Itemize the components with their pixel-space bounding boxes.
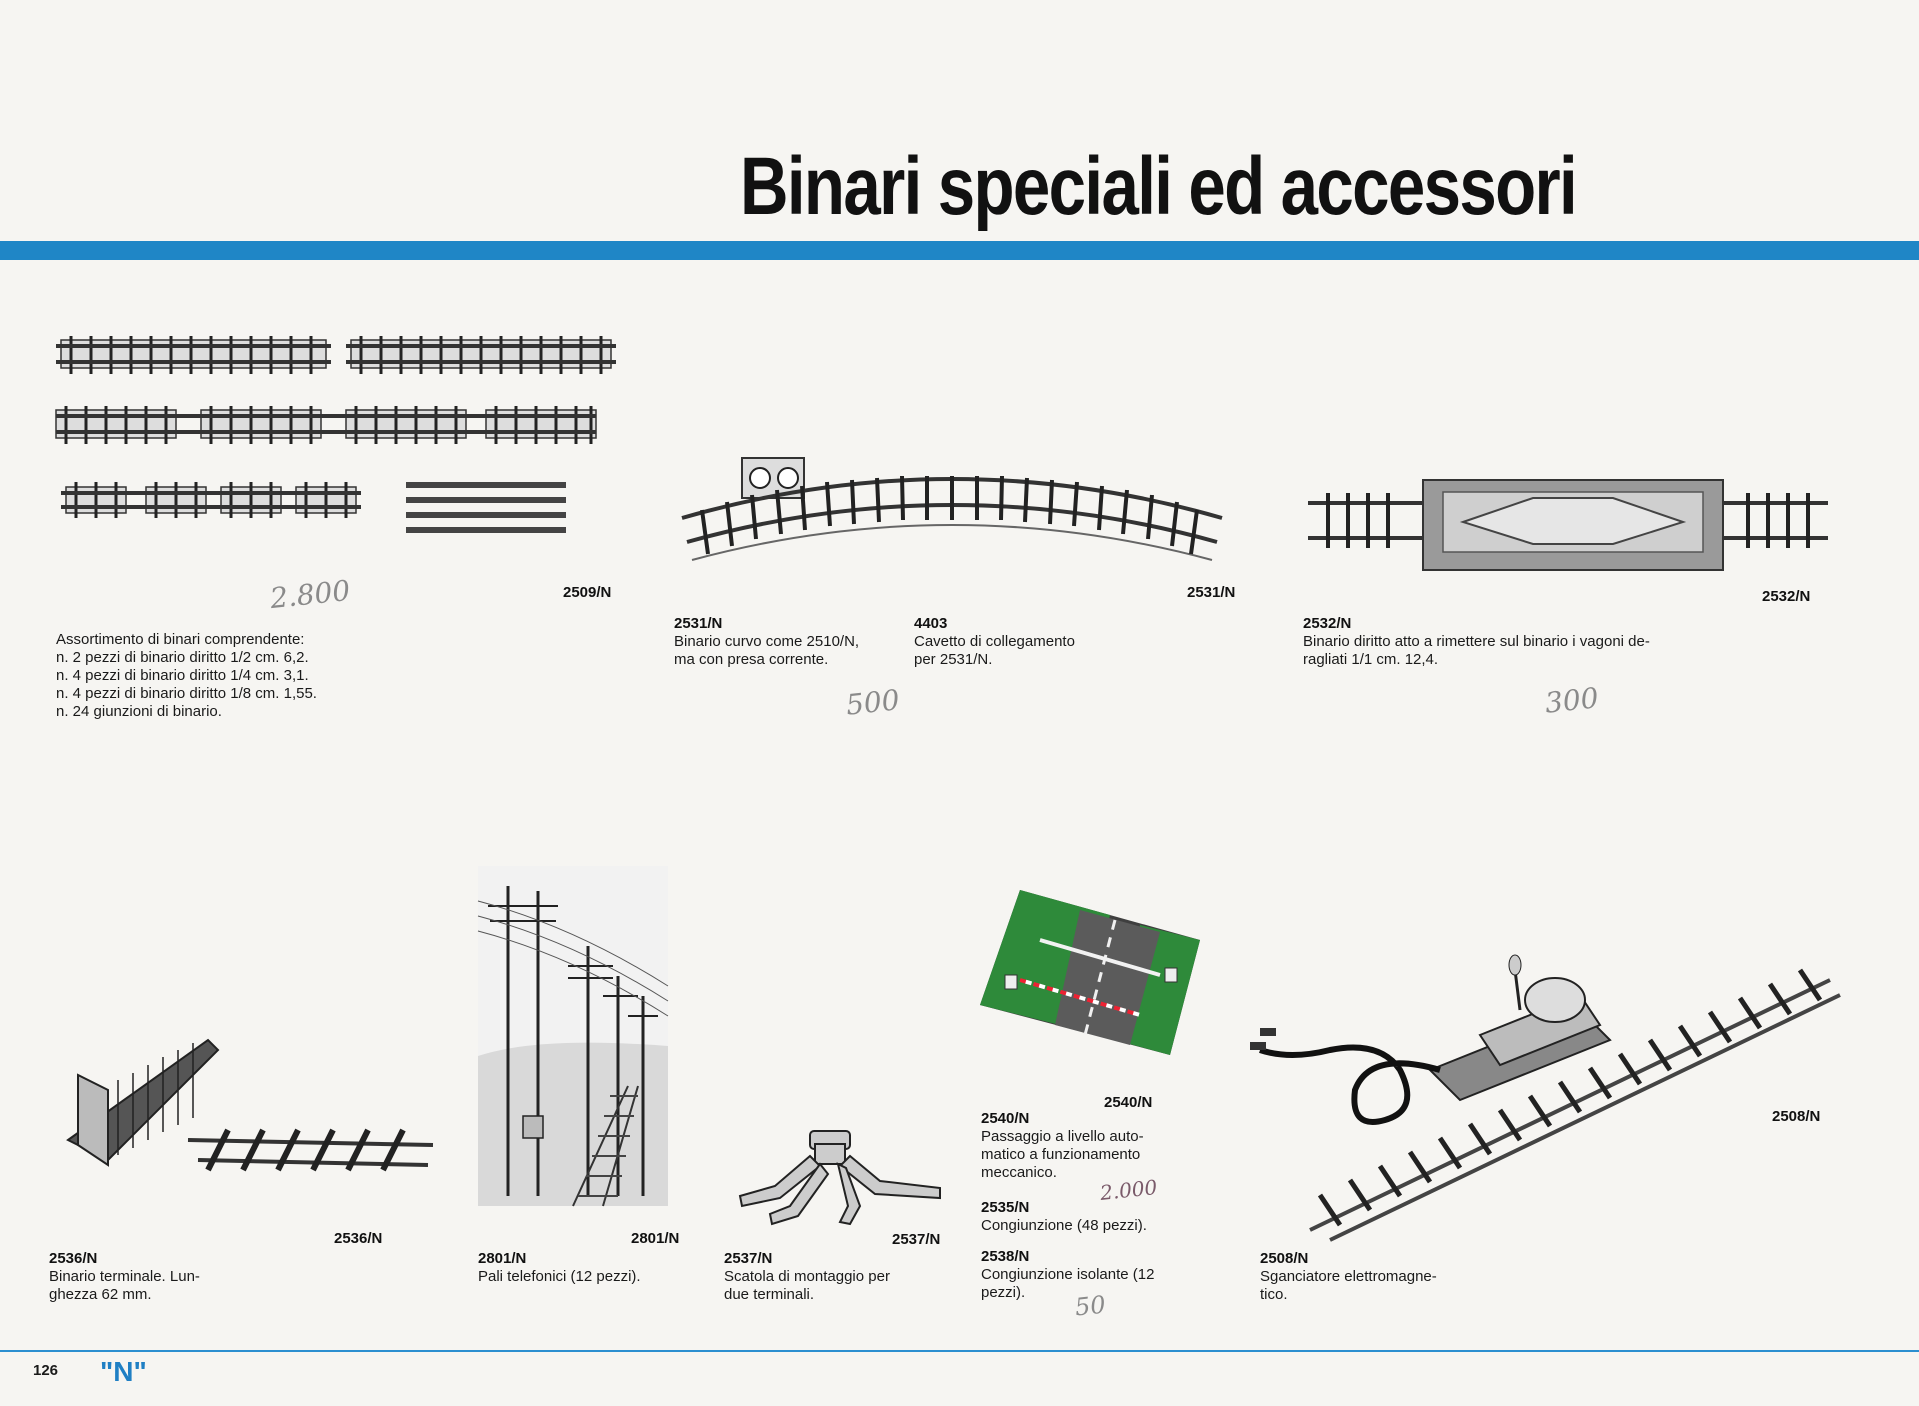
page-number: 126 — [33, 1362, 59, 1379]
item-label: 2536/N — [334, 1230, 383, 1247]
desc-line: ghezza 62 mm. — [49, 1286, 152, 1303]
item-2509-description: Assortimento di binari comprendente: n. … — [56, 631, 401, 721]
item-label: 2508/N — [1772, 1108, 1821, 1125]
desc-line: pezzi). — [981, 1284, 1026, 1301]
price-note: 50 — [1073, 1290, 1107, 1322]
item-label: 2801/N — [631, 1230, 680, 1247]
buffer-stop-illustration — [66, 1038, 434, 1172]
item-2540-description: Passaggio a livello auto- matico a funzi… — [981, 1128, 1193, 1182]
item-code: 2532/N — [1303, 615, 1352, 632]
rerailer-track-illustration — [1308, 479, 1828, 571]
desc-line: due terminali. — [724, 1286, 815, 1303]
price-note: 2.800 — [268, 573, 352, 616]
desc-line: n. 24 giunzioni di binario. — [56, 703, 222, 720]
desc-line: matico a funzionamento — [981, 1146, 1141, 1163]
item-2537-description: Scatola di montaggio per due terminali. — [724, 1268, 939, 1304]
buffer-kit-illustration — [738, 1130, 941, 1226]
item-code: 2540/N — [981, 1110, 1030, 1127]
item-label: 2509/N — [563, 584, 612, 601]
desc-line: Pali telefonici (12 pezzi). — [478, 1268, 641, 1285]
desc-line: ragliati 1/1 cm. 12,4. — [1303, 651, 1439, 668]
desc-line: Congiunzione isolante (12 — [981, 1266, 1155, 1283]
item-label: 2531/N — [1187, 584, 1236, 601]
desc-line: Sganciatore elettromagne- — [1260, 1268, 1437, 1285]
desc-line: ma con presa corrente. — [674, 651, 829, 668]
item-code: 2531/N — [674, 615, 723, 632]
telephone-poles-illustration — [477, 866, 669, 1207]
item-label: 2540/N — [1104, 1094, 1153, 1111]
item-code: 4403 — [914, 615, 948, 632]
desc-line: n. 4 pezzi di binario diritto 1/4 cm. 3,… — [56, 667, 309, 684]
price-note: 2.000 — [1098, 1175, 1159, 1205]
item-2535-description: Congiunzione (48 pezzi). — [981, 1217, 1193, 1235]
desc-line: Cavetto di collegamento — [914, 633, 1075, 650]
desc-line: Assortimento di binari comprendente: — [56, 631, 305, 648]
item-code: 2535/N — [981, 1199, 1030, 1216]
header-band — [0, 241, 1919, 260]
item-2531-description: Binario curvo come 2510/N, ma con presa … — [674, 633, 894, 669]
desc-line: n. 2 pezzi di binario diritto 1/2 cm. 6,… — [56, 649, 309, 666]
desc-line: meccanico. — [981, 1164, 1057, 1181]
item-label: 2537/N — [892, 1231, 941, 1248]
desc-line: tico. — [1260, 1286, 1288, 1303]
curved-track-illustration — [681, 457, 1223, 561]
desc-line: n. 4 pezzi di binario diritto 1/8 cm. 1,… — [56, 685, 317, 702]
track-assortment-illustration — [55, 336, 616, 533]
uncoupler-illustration — [1250, 954, 1841, 1242]
item-code: 2801/N — [478, 1250, 527, 1267]
item-4403-description: Cavetto di collegamento per 2531/N. — [914, 633, 1129, 669]
item-2801-description: Pali telefonici (12 pezzi). — [478, 1268, 693, 1286]
desc-line: Binario diritto atto a rimettere sul bin… — [1303, 633, 1650, 650]
item-code: 2536/N — [49, 1250, 98, 1267]
level-crossing-illustration — [980, 890, 1200, 1055]
item-2536-description: Binario terminale. Lun- ghezza 62 mm. — [49, 1268, 264, 1304]
desc-line: Scatola di montaggio per — [724, 1268, 890, 1285]
scale-series-label: "N" — [100, 1356, 147, 1387]
item-code: 2508/N — [1260, 1250, 1309, 1267]
footer-rule — [0, 1350, 1919, 1352]
price-note: 300 — [1543, 681, 1601, 720]
desc-line: Binario terminale. Lun- — [49, 1268, 200, 1285]
page-title: Binari speciali ed accessori — [739, 141, 1578, 232]
item-code: 2537/N — [724, 1250, 773, 1267]
item-code: 2538/N — [981, 1248, 1030, 1265]
item-label: 2532/N — [1762, 588, 1811, 605]
item-2508-description: Sganciatore elettromagne- tico. — [1260, 1268, 1475, 1304]
price-note: 500 — [844, 683, 902, 722]
desc-line: Passaggio a livello auto- — [981, 1128, 1144, 1145]
desc-line: Binario curvo come 2510/N, — [674, 633, 860, 650]
item-2532-description: Binario diritto atto a rimettere sul bin… — [1303, 633, 1758, 669]
desc-line: Congiunzione (48 pezzi). — [981, 1217, 1147, 1234]
desc-line: per 2531/N. — [914, 651, 993, 668]
item-2538-description: Congiunzione isolante (12 pezzi). — [981, 1266, 1193, 1302]
